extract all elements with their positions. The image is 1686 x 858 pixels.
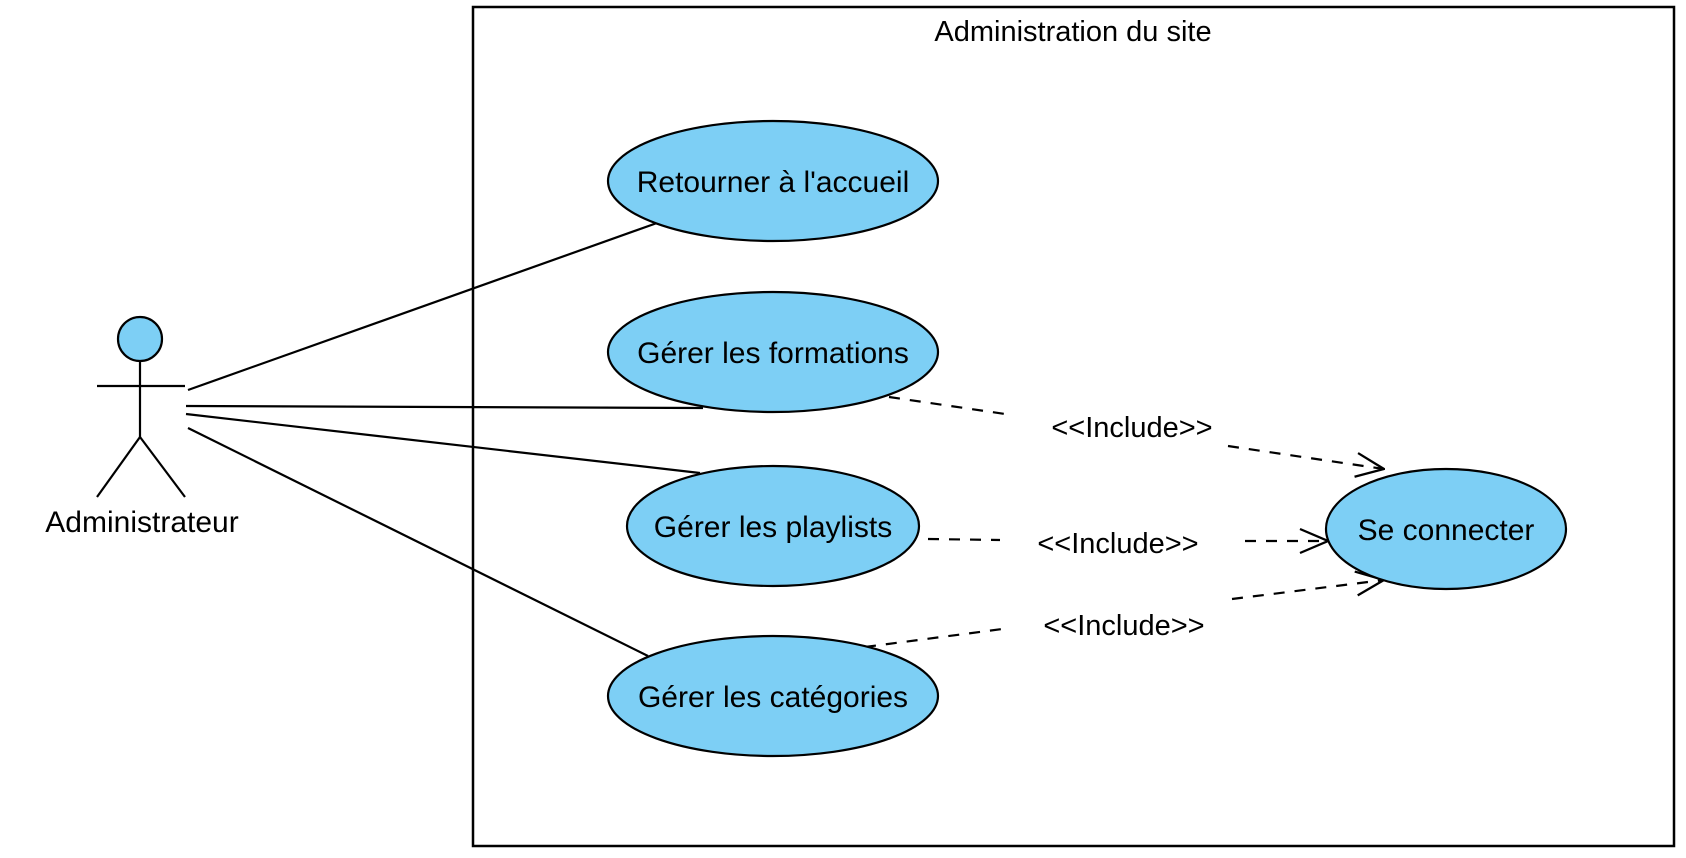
- association-formations: [185, 404, 704, 410]
- association-playlists: [185, 412, 701, 475]
- actor-administrateur[interactable]: Administrateur: [45, 315, 239, 539]
- usecase-shape: [606, 119, 940, 243]
- usecase-shape: [625, 464, 921, 588]
- usecase-label: Retourner à l'accueil: [637, 166, 910, 199]
- usecase-gerer-formations[interactable]: Gérer les formations: [606, 290, 940, 414]
- usecase-shape: [606, 634, 940, 758]
- usecase-shape: [1324, 467, 1568, 591]
- include-label-playlists: <<Include>>: [1037, 528, 1198, 560]
- actor-left-leg: [96, 436, 141, 498]
- system-boundary: [471, 5, 1676, 848]
- usecase-gerer-categories[interactable]: Gérer les catégories: [606, 634, 940, 758]
- system-title: Administration du site: [934, 16, 1211, 48]
- actor-label: Administrateur: [45, 506, 238, 539]
- include-label-categories: <<Include>>: [1043, 610, 1204, 642]
- association-retourner: [187, 221, 658, 392]
- include-label-formations: <<Include>>: [1051, 412, 1212, 444]
- include-line-categories-b: [1231, 580, 1384, 601]
- include-formations: <<Include>>: [888, 395, 1384, 469]
- include-line-categories-a: [864, 626, 1011, 649]
- usecase-label: Gérer les formations: [637, 337, 909, 370]
- usecase-label: Gérer les catégories: [638, 681, 908, 714]
- actor-right-leg: [139, 436, 186, 498]
- association-categories: [187, 427, 649, 657]
- usecase-gerer-playlists[interactable]: Gérer les playlists: [625, 464, 921, 588]
- usecase-label: Gérer les playlists: [654, 511, 892, 544]
- include-line-playlists-a: [927, 537, 1001, 542]
- usecase-se-connecter[interactable]: Se connecter: [1324, 467, 1568, 591]
- actor-head: [116, 315, 164, 363]
- include-categories: <<Include>>: [864, 580, 1384, 649]
- include-line-formations-b: [1227, 444, 1384, 469]
- usecase-retourner-accueil[interactable]: Retourner à l'accueil: [606, 119, 940, 243]
- include-line-formations-a: [888, 395, 1013, 417]
- usecase-shape: [606, 290, 940, 414]
- include-playlists: <<Include>>: [927, 528, 1328, 560]
- usecase-label: Se connecter: [1358, 514, 1535, 547]
